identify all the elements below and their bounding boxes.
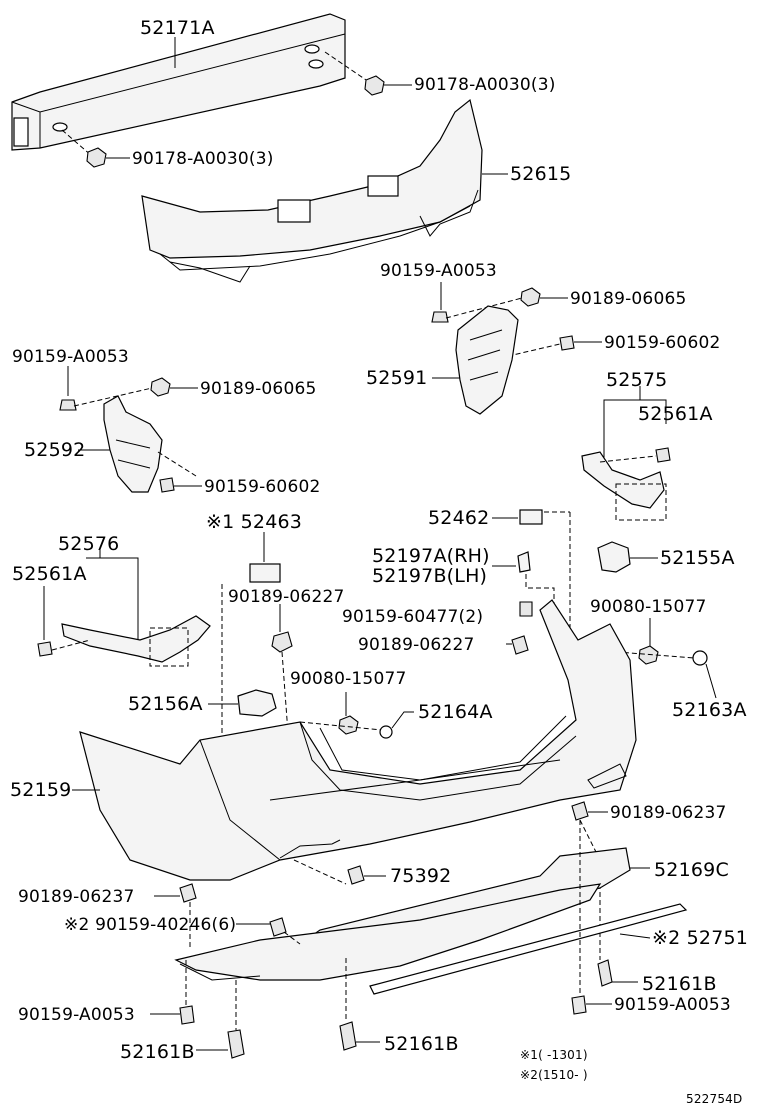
bolt-icon — [571, 995, 587, 1015]
clip-icon — [271, 631, 293, 653]
part-label[interactable]: 90080-15077 — [590, 597, 707, 617]
date-range-note: ※2(1510- ) — [520, 1068, 588, 1082]
part-label[interactable]: 52197A(RH) — [372, 545, 490, 567]
clip-icon — [511, 635, 529, 655]
diagram-id: 522754D — [686, 1092, 743, 1106]
nut-icon — [364, 75, 385, 96]
part-label[interactable]: 52161B — [120, 1041, 195, 1063]
part-label[interactable]: 52462 — [428, 507, 490, 529]
part-label[interactable]: 90189-06227 — [228, 587, 345, 607]
bumper-cover — [79, 599, 637, 881]
part-label[interactable]: 90189-06237 — [18, 887, 135, 907]
bolt-icon — [37, 641, 53, 657]
part-label[interactable]: 52161B — [642, 973, 717, 995]
part-label[interactable]: 90080-15077 — [290, 669, 407, 689]
part-label[interactable]: 90189-06065 — [570, 289, 687, 309]
part-label[interactable]: 52161B — [384, 1033, 459, 1055]
part-label[interactable]: 90178-A0030(3) — [414, 75, 556, 95]
part-label[interactable]: 90159-60602 — [204, 477, 321, 497]
clip-icon — [571, 801, 589, 821]
nut-icon — [638, 645, 659, 665]
part-label[interactable]: 52615 — [510, 163, 572, 185]
part-label[interactable]: 52169C — [654, 859, 729, 881]
part-label[interactable]: 52576 — [58, 533, 120, 555]
nut-icon — [520, 287, 541, 307]
part-label[interactable]: 90178-A0030(3) — [132, 149, 274, 169]
clip-icon — [339, 1021, 357, 1051]
part-label[interactable]: 52171A — [140, 17, 215, 39]
clip-icon — [347, 865, 365, 885]
bolt-icon — [159, 477, 175, 493]
bumper-stop — [519, 509, 543, 525]
part-label[interactable]: 52575 — [606, 369, 668, 391]
part-label[interactable]: 90189-06227 — [358, 635, 475, 655]
screw-icon — [519, 601, 533, 617]
part-label[interactable]: 90189-06237 — [610, 803, 727, 823]
screw-icon — [269, 917, 287, 937]
part-label[interactable]: ※2 52751 — [652, 927, 749, 949]
part-label[interactable]: 75392 — [390, 865, 452, 887]
bolt-icon — [431, 311, 449, 323]
part-label[interactable]: 52164A — [418, 701, 493, 723]
part-label[interactable]: 90159-A0053 — [380, 261, 497, 281]
part-label[interactable]: 90159-A0053 — [614, 995, 731, 1015]
part-label[interactable]: 90159-A0053 — [18, 1005, 135, 1025]
clip-icon — [597, 959, 613, 987]
part-label[interactable]: 52159 — [10, 779, 72, 801]
part-label[interactable]: 90159-A0053 — [12, 347, 129, 367]
part-label[interactable]: 90189-06065 — [200, 379, 317, 399]
part-label[interactable]: ※1 52463 — [206, 511, 303, 533]
part-label[interactable]: 52591 — [366, 367, 428, 389]
nut-icon — [150, 377, 171, 397]
part-label[interactable]: 52561A — [12, 563, 87, 585]
part-label[interactable]: 52197B(LH) — [372, 565, 488, 587]
bolt-icon — [559, 335, 575, 351]
part-label[interactable]: 52155A — [660, 547, 735, 569]
part-label[interactable]: 90159-60602 — [604, 333, 721, 353]
part-label[interactable]: 52156A — [128, 693, 203, 715]
nut-icon — [86, 147, 107, 168]
bolt-icon — [59, 399, 77, 411]
part-label[interactable]: 52561A — [638, 403, 713, 425]
bolt-icon — [655, 447, 671, 463]
date-range-note: ※1( -1301) — [520, 1048, 588, 1062]
part-label[interactable]: 90159-60477(2) — [342, 607, 484, 627]
clip-icon — [227, 1029, 245, 1059]
part-label[interactable]: ※2 90159-40246(6) — [64, 915, 237, 935]
bolt-icon — [179, 1005, 195, 1025]
reinforcement-bar — [11, 13, 346, 151]
energy-absorber — [141, 98, 483, 283]
part-label[interactable]: 52592 — [24, 439, 86, 461]
plug-icon — [379, 725, 393, 739]
plug-icon — [692, 650, 708, 666]
clip-icon — [179, 883, 197, 903]
retainer-clip — [249, 563, 281, 583]
part-label[interactable]: 52163A — [672, 699, 747, 721]
nut-icon — [338, 715, 359, 735]
